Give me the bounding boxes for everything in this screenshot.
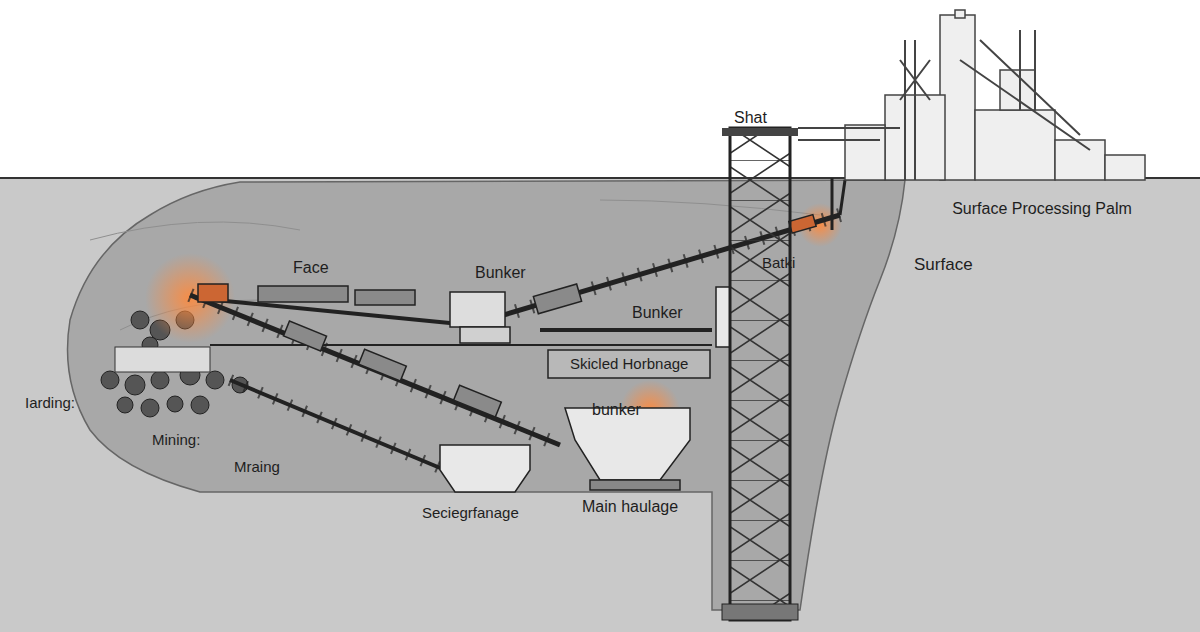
bunker-label: bunker (592, 400, 641, 420)
haulage-label: Seciegrfanage (422, 504, 519, 523)
shaft-label: Shat (734, 108, 767, 128)
mining-label: Mraing (234, 458, 280, 477)
plant-label: Surface Processing Palm (952, 199, 1132, 219)
area-label: Batki (762, 254, 795, 273)
surface-label: Surface (914, 254, 973, 275)
haulage-label: Skicled Horbnage (570, 355, 688, 374)
bunker-label: Bunker (632, 303, 683, 323)
landing-label: Iarding: (25, 394, 75, 413)
mining-label: Mining: (152, 431, 200, 450)
bunker-label: Bunker (475, 263, 526, 283)
haulage-label: Main haulage (582, 497, 678, 517)
face-label: Face (293, 258, 329, 278)
